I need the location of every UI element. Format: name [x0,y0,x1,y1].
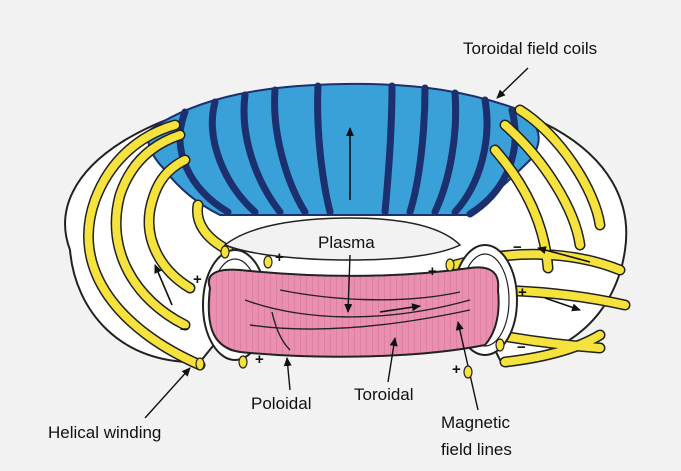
label-helical-winding: Helical winding [48,424,161,443]
sign-plus: + [255,352,264,367]
plasma-tube [209,267,499,356]
sign-plus: + [275,250,284,265]
sign-minus: − [513,240,522,255]
label-magnetic-field-lines-2: field lines [441,441,512,460]
label-poloidal: Poloidal [251,395,312,414]
label-toroidal-field-coils: Toroidal field coils [463,40,597,59]
label-magnetic-field-lines-1: Magnetic [441,414,510,433]
sign-minus: − [180,322,189,337]
sign-plus: + [452,362,461,377]
sign-plus: + [193,272,202,287]
sign-plus: + [518,285,527,300]
label-plasma: Plasma [318,234,375,253]
sign-plus: + [428,264,437,279]
label-toroidal: Toroidal [354,386,414,405]
sign-minus: − [517,340,526,355]
